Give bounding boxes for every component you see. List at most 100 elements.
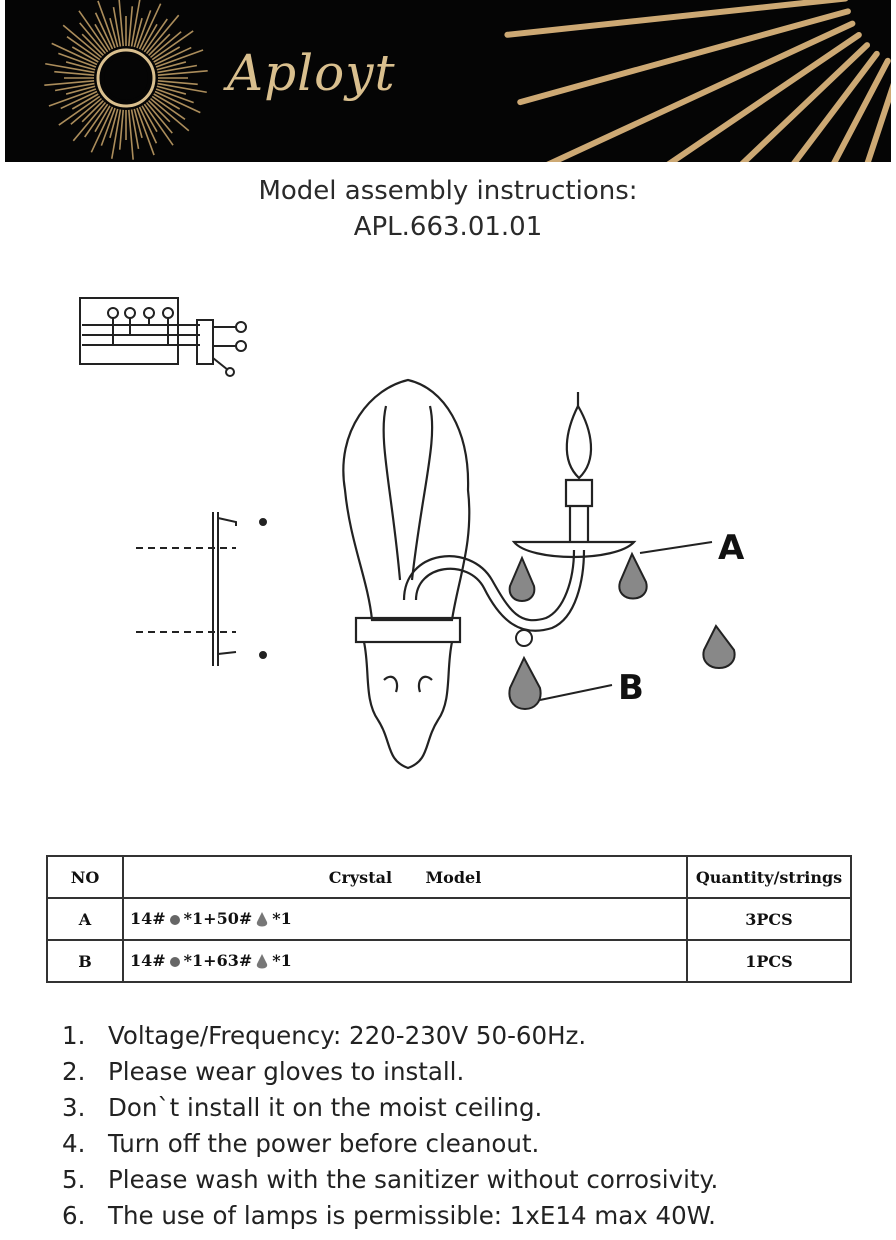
sun-ray	[151, 30, 194, 61]
note-number: 2.	[62, 1057, 86, 1086]
header-model: Model	[425, 867, 482, 887]
sun-ray	[791, 50, 880, 162]
sun-ray	[157, 70, 208, 77]
sun-ray	[81, 33, 104, 56]
sun-ray	[153, 93, 181, 110]
sun-ray	[133, 108, 143, 139]
brand-banner: Aployt	[5, 0, 891, 162]
sun-ray	[71, 46, 99, 63]
row-quantity: 3PCS	[686, 897, 852, 941]
model-mid: *1+63#	[183, 951, 253, 971]
header-crystal-model: Crystal Model	[122, 855, 688, 899]
sun-ray	[48, 88, 97, 107]
crystal-parts-table: NO Crystal Model Quantity/strings A 14# *…	[46, 855, 852, 983]
octagon-bead-icon	[169, 914, 180, 925]
row-no: A	[46, 897, 124, 941]
row-model: 14# *1+63# *1	[122, 939, 688, 983]
sun-ray	[51, 42, 98, 66]
note-text: Turn off the power before cleanout.	[108, 1129, 540, 1158]
sun-ray	[118, 109, 125, 150]
note-number: 6.	[62, 1201, 86, 1230]
sun-ray	[94, 105, 111, 133]
row-no: B	[46, 939, 124, 983]
header-quantity: Quantity/strings	[686, 855, 852, 899]
sun-ray	[149, 31, 182, 59]
table-row: B 14#*1+63#*1 1PCS	[46, 939, 852, 983]
sun-ray	[154, 46, 192, 66]
sun-ray	[81, 100, 104, 123]
sun-ray	[127, 6, 134, 47]
instructions-title: Model assembly instructions:	[258, 176, 638, 206]
sun-ray	[110, 109, 122, 159]
list-item: 1.Voltage/Frequency: 220-230V 50-60Hz.	[62, 1018, 718, 1054]
sun-ray	[157, 64, 198, 74]
sun-ray	[60, 90, 98, 110]
sun-ray	[155, 49, 204, 68]
sun-ray	[141, 23, 158, 51]
sun-ray	[54, 70, 95, 77]
sun-ray	[70, 97, 103, 125]
sun-ray	[72, 101, 107, 142]
sun-ray	[156, 61, 187, 71]
label-a: A	[718, 528, 745, 568]
sunburst-decoration	[44, 0, 891, 162]
label-b: B	[618, 668, 644, 708]
crystal-pendant-icon	[508, 551, 736, 710]
sun-ray	[44, 79, 95, 86]
sun-ray	[127, 109, 134, 160]
note-number: 3.	[62, 1093, 86, 1122]
note-text: Voltage/Frequency: 220-230V 50-60Hz.	[108, 1021, 587, 1050]
mounting-bracket-icon	[136, 512, 267, 666]
header-crystal: Crystal	[328, 867, 393, 887]
sun-ray	[84, 103, 109, 138]
teardrop-crystal-icon	[257, 911, 268, 927]
model-mid: *1+50#	[183, 909, 253, 929]
sun-ray	[71, 93, 99, 110]
model-suffix: *1	[272, 909, 292, 929]
sun-ray	[138, 106, 158, 144]
model-number: APL.663.01.01	[353, 212, 543, 242]
sun-ray	[145, 101, 173, 134]
sun-ray	[504, 0, 849, 38]
sun-ray	[90, 106, 114, 153]
brand-logo: Aployt	[227, 44, 396, 102]
sun-ray	[45, 62, 95, 74]
curved-arm-icon	[402, 549, 586, 632]
sun-ray	[58, 52, 97, 68]
sun-ray	[148, 100, 171, 123]
model-prefix: 14#	[130, 951, 166, 971]
model-suffix: *1	[272, 951, 292, 971]
sun-ray	[156, 85, 187, 95]
sun-ray	[153, 46, 181, 63]
note-text: The use of lamps is permissible: 1xE14 m…	[108, 1201, 716, 1230]
note-number: 4.	[62, 1129, 86, 1158]
sun-ray	[130, 0, 141, 47]
sun-ray	[143, 103, 174, 146]
sun-ray	[149, 97, 190, 132]
sun-ray	[97, 0, 116, 49]
sun-ray	[739, 42, 871, 162]
sun-ray	[94, 12, 114, 50]
note-text: Please wash with the sanitizer without c…	[108, 1165, 719, 1194]
sun-ray	[136, 107, 155, 156]
row-model: 14# *1+50# *1	[122, 897, 688, 941]
list-item: 6. The use of lamps is permissible: 1xE14…	[62, 1198, 718, 1234]
header-no: NO	[46, 855, 124, 899]
note-text: Please wear gloves to install.	[108, 1057, 465, 1086]
sun-ray	[112, 6, 122, 47]
sun-ray	[58, 95, 101, 126]
sun-ray	[65, 85, 96, 95]
sun-ray	[864, 82, 891, 162]
sun-ray	[79, 22, 107, 55]
list-item: 4. Turn off the power before cleanout.	[62, 1126, 718, 1162]
sun-ray	[155, 88, 194, 104]
sun-ray	[141, 105, 158, 133]
sun-ray	[62, 24, 103, 59]
teardrop-crystal-icon	[257, 953, 268, 969]
sun-ray	[100, 107, 116, 146]
model-prefix: 14#	[130, 909, 166, 929]
sun-ray	[666, 31, 862, 162]
sun-ray	[154, 90, 201, 114]
sun-ray	[109, 108, 119, 139]
sun-ray	[118, 0, 125, 47]
